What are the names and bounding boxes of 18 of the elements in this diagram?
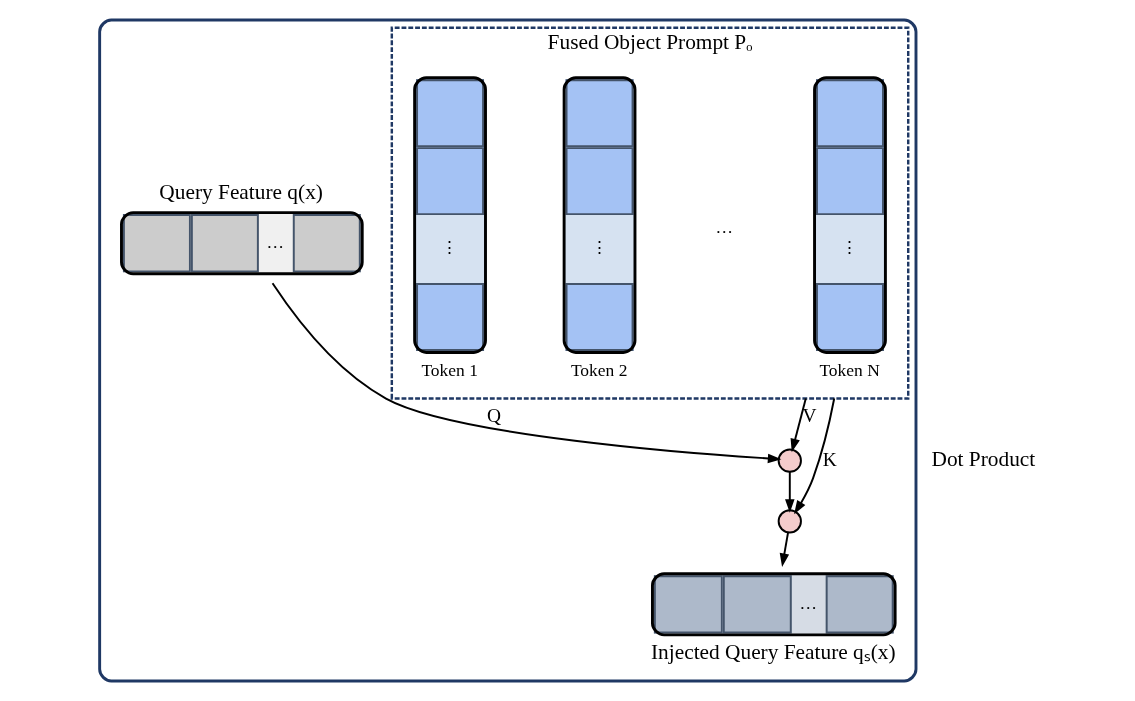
arrow	[779, 531, 789, 568]
node-circle	[777, 509, 802, 534]
cluster	[97, 18, 917, 683]
edge-label: Q	[486, 404, 501, 426]
arrow	[271, 282, 781, 464]
arrow	[790, 397, 807, 453]
node-label: Token 1	[420, 359, 478, 380]
edge-label: K	[822, 448, 837, 470]
node-label: Query Feature q(x)	[158, 180, 323, 205]
label: Dot Product	[931, 447, 1035, 472]
node-circle	[777, 448, 802, 473]
edge-label: V	[801, 404, 816, 426]
arrow	[793, 397, 835, 515]
arrow	[784, 470, 795, 513]
label: …	[715, 216, 733, 237]
node-label: Token N	[818, 359, 880, 380]
node-label: Injected Query Feature qₛ(x)	[650, 640, 896, 665]
node-label: Token 2	[570, 359, 627, 380]
